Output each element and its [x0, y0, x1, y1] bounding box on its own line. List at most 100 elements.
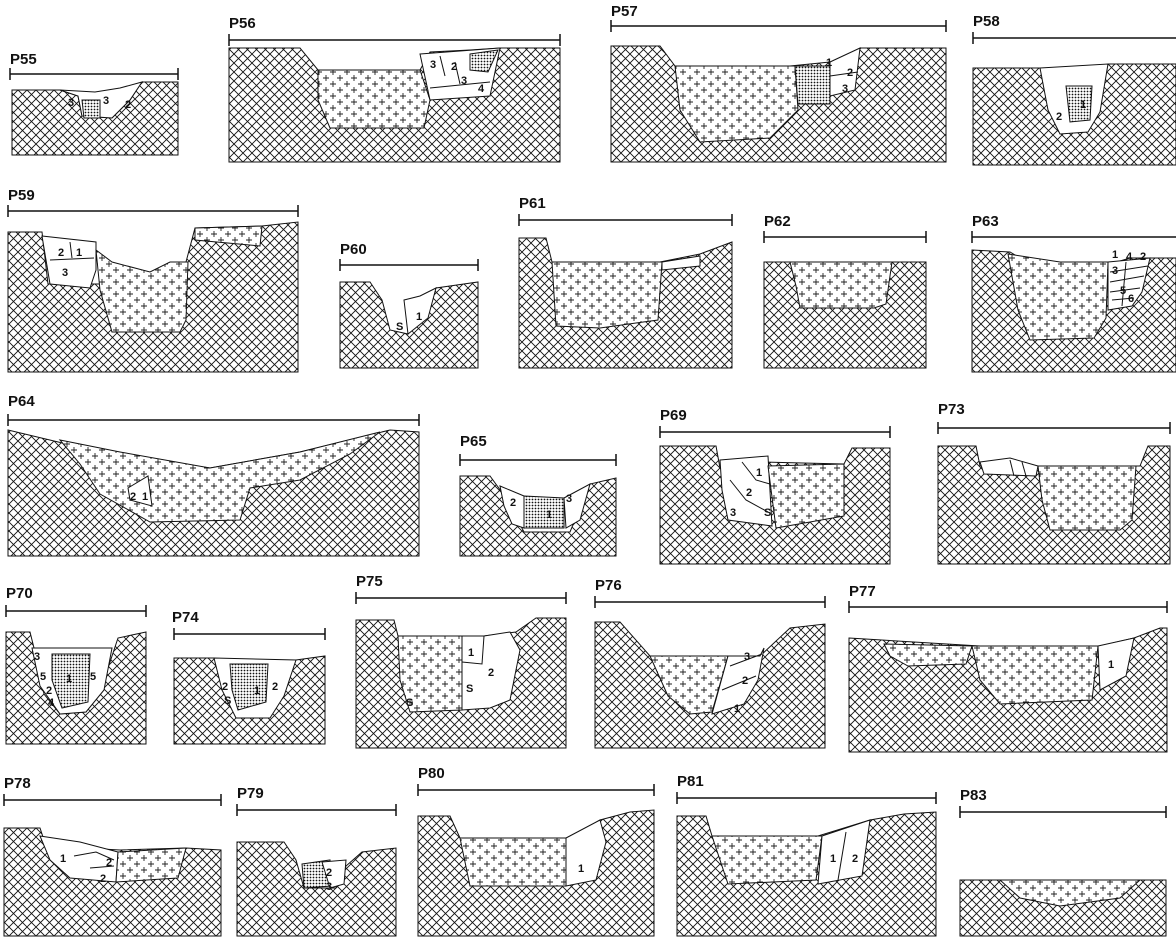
fill-area	[883, 643, 973, 667]
fill-boundary	[829, 71, 859, 77]
profile-p79: P79 2 3	[236, 785, 397, 937]
profile-label: P79	[237, 785, 264, 802]
fill-number: 2	[130, 491, 136, 503]
fill-boundary	[429, 55, 491, 89]
profile-label: P63	[972, 213, 999, 230]
fill-number: 1	[60, 853, 66, 865]
fill-number: 1	[826, 57, 832, 69]
fill-area	[469, 49, 499, 73]
fill-area	[1065, 85, 1093, 123]
profile-p59: P59 2 1 3	[7, 187, 299, 373]
profile-label: P69	[660, 407, 687, 424]
profile-p78: P78 1 2 2	[3, 775, 222, 937]
profile-p64: P64 2 1	[7, 393, 420, 557]
fill-number: 4	[478, 83, 485, 95]
fill-boundary	[837, 831, 847, 881]
profile-p81: P81 1 2	[676, 773, 937, 937]
fill-number: 3	[1112, 265, 1118, 277]
profile-p57: P57 1 2 3	[610, 3, 947, 163]
fill-area	[661, 255, 701, 271]
fill-area	[41, 235, 97, 289]
fill-area	[397, 635, 463, 713]
fill-number: 1	[734, 703, 740, 715]
profile-label: P83	[960, 787, 987, 804]
profile-p62: P62	[763, 213, 927, 369]
fill-boundary	[49, 241, 95, 261]
fill-number: 2	[488, 667, 494, 679]
fill-area	[979, 457, 1039, 477]
profile-label: P74	[172, 609, 199, 626]
fill-area	[971, 645, 1099, 705]
fill-area	[523, 495, 565, 529]
fill-number: 2	[106, 857, 112, 869]
fill-number: 3	[34, 651, 40, 663]
fill-boundary	[1009, 459, 1027, 477]
fill-area	[229, 663, 269, 711]
fill-number: 2	[46, 685, 52, 697]
fill-area	[829, 47, 861, 97]
fill-number: 2	[100, 873, 106, 885]
fill-boundary	[721, 653, 763, 691]
fill-area	[459, 837, 571, 887]
profile-label: P65	[460, 433, 487, 450]
fill-number: 3	[566, 493, 572, 505]
fill-area	[719, 455, 773, 527]
profile-p83: P83	[959, 787, 1167, 937]
fill-number: 1	[1108, 659, 1114, 671]
fill-number: 2	[125, 99, 131, 111]
fill-number: S	[764, 507, 771, 519]
profile-label: P62	[764, 213, 791, 230]
fill-area	[127, 475, 153, 507]
fill-number: 1	[546, 509, 552, 521]
profile-label: P80	[418, 765, 445, 782]
profile-p55: P55 3 3 2	[9, 51, 179, 156]
fill-number: 2	[58, 247, 64, 259]
fill-area	[499, 485, 525, 529]
fill-number: 1	[66, 673, 72, 685]
fill-area	[317, 69, 431, 129]
fill-number: 1	[830, 853, 836, 865]
fill-area	[81, 99, 101, 119]
profile-label: P55	[10, 51, 37, 68]
fill-number: S	[466, 683, 473, 695]
fill-number: 6	[1128, 293, 1134, 305]
profile-label: P61	[519, 195, 546, 212]
fill-area	[51, 653, 91, 709]
fill-number: 4	[1126, 251, 1133, 263]
fill-number: 2	[746, 487, 752, 499]
profile-p58: P58 1 2	[972, 13, 1176, 166]
fill-number: S	[406, 697, 413, 709]
fill-area	[551, 261, 663, 329]
fill-area	[767, 463, 845, 529]
fill-number: 1	[1112, 249, 1118, 261]
fill-number: 2	[451, 61, 457, 73]
profile-label: P76	[595, 577, 622, 594]
fill-number: 2	[742, 675, 748, 687]
fill-boundary	[73, 851, 115, 869]
profile-p70: P70 3 5 1 5 2 4	[5, 585, 147, 745]
profile-p63: P63 1 4 2 3 5 6	[971, 213, 1176, 373]
profile-label: P75	[356, 573, 383, 590]
fill-number: 2	[847, 67, 853, 79]
fill-number: 2	[510, 497, 516, 509]
profile-label: P59	[8, 187, 35, 204]
fill-number: 5	[40, 671, 46, 683]
fill-area	[461, 631, 521, 711]
fill-number: 3	[842, 83, 848, 95]
fill-boundary	[461, 635, 485, 665]
profile-label: P70	[6, 585, 33, 602]
fill-number: 5	[1120, 285, 1126, 297]
profile-p65: P65 2 1 3	[459, 433, 617, 557]
fill-boundary	[729, 461, 771, 513]
profile-label: P58	[973, 13, 1000, 30]
profile-label: P77	[849, 583, 876, 600]
fill-number: 2	[326, 867, 332, 879]
fill-number: 2	[272, 681, 278, 693]
profile-p76: P76 3 2 1	[594, 577, 826, 749]
fill-number: 1	[468, 647, 474, 659]
fill-number: 3	[430, 59, 436, 71]
fill-number: 3	[744, 651, 750, 663]
fill-number: 1	[142, 491, 148, 503]
profile-p74: P74 2 1 2 S	[172, 609, 326, 745]
